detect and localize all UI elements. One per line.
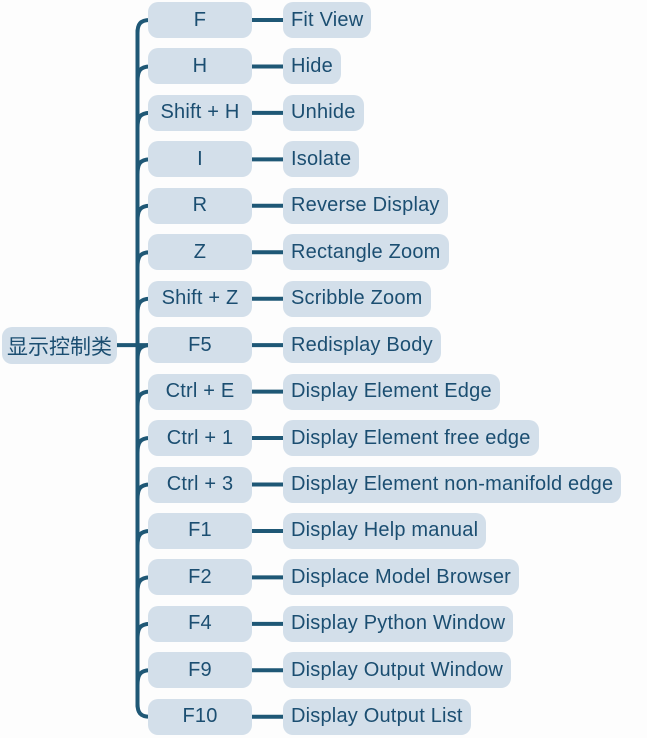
action-node[interactable]: Display Element non-manifold edge <box>283 466 622 503</box>
action-node[interactable]: Rectangle Zoom <box>283 234 449 271</box>
key-node[interactable]: R <box>148 187 252 224</box>
action-node[interactable]: Scribble Zoom <box>283 280 431 317</box>
key-node[interactable]: F1 <box>148 512 252 549</box>
action-node[interactable]: Display Element Edge <box>283 373 500 410</box>
key-node[interactable]: Shift + Z <box>148 280 252 317</box>
key-node[interactable]: H <box>148 48 252 85</box>
action-node[interactable]: Display Python Window <box>283 605 514 642</box>
action-node[interactable]: Isolate <box>283 141 360 178</box>
root-node-display-control[interactable]: 显示控制类 <box>2 327 117 364</box>
key-node[interactable]: F4 <box>148 605 252 642</box>
key-node[interactable]: F <box>148 2 252 38</box>
key-node[interactable]: Ctrl + 3 <box>148 466 252 503</box>
action-node[interactable]: Hide <box>283 48 341 85</box>
key-node[interactable]: I <box>148 141 252 178</box>
key-node[interactable]: F10 <box>148 698 252 735</box>
action-node[interactable]: Unhide <box>283 94 364 131</box>
action-node[interactable]: Display Output Window <box>283 652 512 689</box>
action-node[interactable]: Display Help manual <box>283 512 487 549</box>
key-node[interactable]: F2 <box>148 559 252 596</box>
key-node[interactable]: F5 <box>148 327 252 364</box>
action-node[interactable]: Fit View <box>283 2 372 38</box>
action-node[interactable]: Displace Model Browser <box>283 559 520 596</box>
key-node[interactable]: Ctrl + 1 <box>148 420 252 457</box>
action-node[interactable]: Display Output List <box>283 698 471 735</box>
key-node[interactable]: F9 <box>148 652 252 689</box>
key-node[interactable]: Ctrl + E <box>148 373 252 410</box>
action-node[interactable]: Display Element free edge <box>283 420 539 457</box>
key-node[interactable]: Shift + H <box>148 94 252 131</box>
action-node[interactable]: Redisplay Body <box>283 327 441 364</box>
action-node[interactable]: Reverse Display <box>283 187 448 224</box>
key-node[interactable]: Z <box>148 234 252 271</box>
